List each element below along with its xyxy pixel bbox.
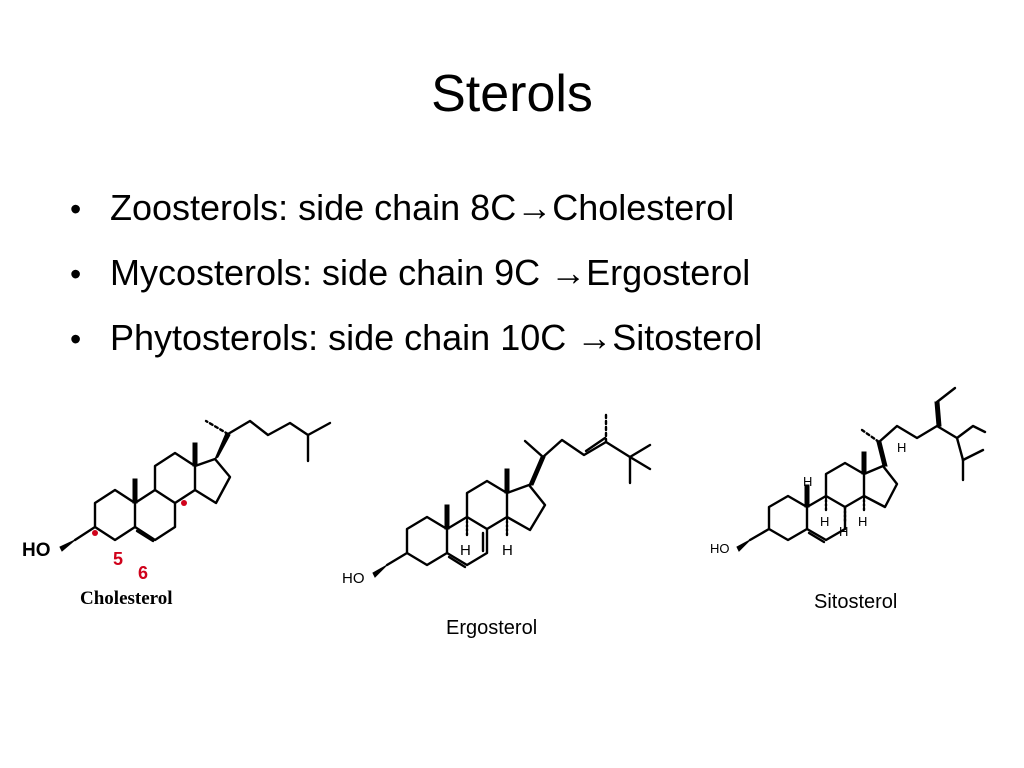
- carbon-6-label: 6: [138, 563, 148, 583]
- bullet-glyph: •: [70, 191, 82, 227]
- bullet-item-phytosterols: • Phytosterols: side chain 10C →Sitoster…: [70, 316, 762, 361]
- h-label: H: [858, 514, 867, 529]
- h-label: H: [460, 542, 471, 559]
- bullet-text: Zoosterols: side chain 8C→Cholesterol: [110, 187, 735, 228]
- sitosterol-caption: Sitosterol: [814, 591, 898, 613]
- cholesterol-structure: HO 5 6: [22, 419, 332, 583]
- ho-label: HO: [22, 540, 51, 561]
- h-label: H: [502, 542, 513, 559]
- carbon-5-marker: [92, 530, 98, 536]
- h-label: H: [897, 440, 906, 455]
- ergosterol-caption: Ergosterol: [446, 617, 538, 639]
- bullet-item-zoosterols: • Zoosterols: side chain 8C→Cholesterol: [70, 186, 762, 231]
- h-label: H: [839, 524, 848, 539]
- h-label: H: [803, 474, 812, 489]
- bullet-glyph: •: [70, 256, 82, 292]
- bullet-glyph: •: [70, 321, 82, 357]
- ho-label: HO: [342, 570, 365, 587]
- h-label: H: [820, 514, 829, 529]
- ergosterol-structure: H H HO: [342, 413, 652, 587]
- carbon-5-label: 5: [113, 549, 123, 569]
- ho-label: HO: [710, 541, 730, 556]
- sitosterol-structure: H H H H H HO: [710, 386, 987, 556]
- bullet-item-mycosterols: • Mycosterols: side chain 9C →Ergosterol: [70, 251, 762, 296]
- bullet-text: Mycosterols: side chain 9C →Ergosterol: [110, 252, 751, 293]
- cholesterol-caption: Cholesterol: [80, 588, 173, 609]
- slide-title: Sterols: [431, 65, 593, 123]
- wedge-bond: [213, 432, 231, 461]
- bullet-list: • Zoosterols: side chain 8C→Cholesterol …: [70, 186, 762, 381]
- ring-junction-marker: [181, 500, 187, 506]
- bullet-text: Phytosterols: side chain 10C →Sitosterol: [110, 317, 763, 358]
